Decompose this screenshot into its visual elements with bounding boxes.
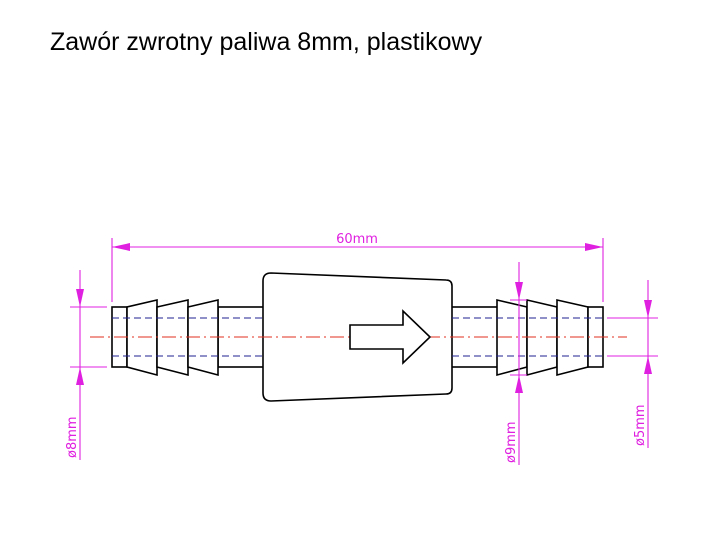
barb-diameter-label: ø9mm [504,421,519,463]
flow-direction-arrow-icon [349,309,432,365]
hose-diameter-label: ø8mm [65,416,80,458]
barb-diameter-dimension: ø9mm [504,262,527,465]
page-title: Zawór zwrotny paliwa 8mm, plastikowy [50,28,483,56]
length-dimension: 60mm [111,232,604,302]
bore-diameter-label: ø5mm [633,404,648,446]
bore-diameter-dimension: ø5mm [607,280,658,448]
hose-diameter-dimension: ø8mm [65,270,107,460]
length-label: 60mm [336,232,378,247]
